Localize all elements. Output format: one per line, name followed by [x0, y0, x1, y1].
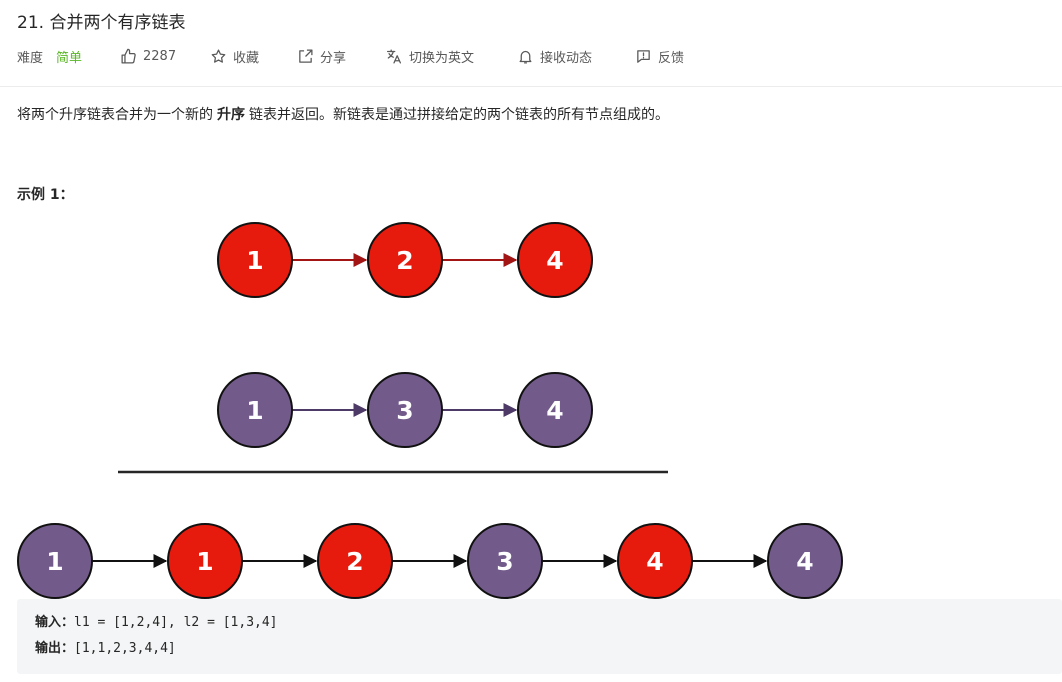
header-divider	[0, 86, 1062, 87]
merged-node-label: 4	[646, 547, 663, 576]
list1-row: 1 2 4	[217, 222, 593, 298]
example-title: 示例 1：	[17, 187, 74, 203]
translate-icon	[386, 48, 402, 64]
problem-description: 将两个升序链表合并为一个新的升序链表并返回。新链表是通过拼接给定的两个链表的所有…	[17, 104, 669, 126]
merged-node-5: 4	[617, 523, 693, 599]
bell-icon	[519, 50, 532, 64]
output-value: [1,1,2,3,4,4]	[74, 641, 176, 656]
list1-node-3: 4	[517, 222, 593, 298]
merged-node-6: 4	[767, 523, 843, 599]
subscribe-button[interactable]: 接收动态	[517, 47, 592, 66]
description-text-after: 链表并返回。新链表是通过拼接给定的两个链表的所有节点组成的。	[249, 107, 669, 123]
merged-node-label: 1	[46, 547, 63, 576]
star-icon	[211, 48, 226, 63]
problem-meta-bar: 难度 简单 2287 收藏 分享	[17, 45, 1057, 67]
merged-node-circle	[167, 523, 243, 599]
example-io-box: 输入：l1 = [1,2,4], l2 = [1,3,4] 输出：[1,1,2,…	[17, 599, 1062, 674]
list2-node-2: 3	[367, 372, 443, 448]
translate-label: 切换为英文	[409, 50, 475, 66]
merged-node-label: 1	[196, 547, 213, 576]
share-label: 分享	[320, 50, 347, 66]
difficulty: 难度 简单	[17, 47, 82, 66]
merged-node-label: 2	[346, 547, 363, 576]
list1-node-label: 2	[396, 246, 413, 275]
merged-node-circle	[467, 523, 543, 599]
list2-node-label: 3	[396, 396, 413, 425]
list2-node-circle	[367, 372, 443, 448]
list1-node-2: 2	[367, 222, 443, 298]
list1-node-circle	[367, 222, 443, 298]
input-value: l1 = [1,2,4], l2 = [1,3,4]	[74, 615, 278, 630]
translate-button[interactable]: 切换为英文	[385, 47, 474, 66]
feedback-icon	[637, 49, 650, 63]
merged-node-4: 3	[467, 523, 543, 599]
list2-node-1: 1	[217, 372, 293, 448]
feedback-button[interactable]: 反馈	[635, 47, 684, 66]
list1-node-label: 4	[546, 246, 563, 275]
merged-node-1: 1	[17, 523, 93, 599]
merged-node-circle	[17, 523, 93, 599]
merged-row: 1 1 2 3 4 4	[17, 523, 843, 599]
list1-node-circle	[517, 222, 593, 298]
output-line: 输出：[1,1,2,3,4,4]	[35, 638, 176, 660]
list2-node-label: 4	[546, 396, 563, 425]
merged-node-label: 4	[796, 547, 813, 576]
merge-diagram: 1 2 4 1 3 4 1 1 2 3 4 4	[17, 222, 843, 599]
list2-node-circle	[217, 372, 293, 448]
favorite-label: 收藏	[233, 50, 260, 66]
input-line: 输入：l1 = [1,2,4], l2 = [1,3,4]	[35, 612, 278, 634]
input-label: 输入：	[35, 615, 75, 630]
list1-node-circle	[217, 222, 293, 298]
like-button[interactable]: 2287	[120, 48, 176, 65]
merged-node-circle	[617, 523, 693, 599]
difficulty-label: 难度	[17, 50, 44, 66]
feedback-label: 反馈	[658, 50, 685, 66]
problem-title: 21. 合并两个有序链表	[17, 13, 186, 33]
merged-node-3: 2	[317, 523, 393, 599]
share-button[interactable]: 分享	[297, 47, 346, 66]
subscribe-label: 接收动态	[540, 50, 593, 66]
list2-node-3: 4	[517, 372, 593, 448]
list2-row: 1 3 4	[217, 372, 593, 448]
merged-node-circle	[317, 523, 393, 599]
list2-node-label: 1	[246, 396, 263, 425]
merged-node-circle	[767, 523, 843, 599]
difficulty-value: 简单	[56, 50, 83, 66]
thumbs-up-icon	[121, 48, 136, 64]
merged-node-2: 1	[167, 523, 243, 599]
like-count: 2287	[143, 48, 177, 64]
description-text-before: 将两个升序链表合并为一个新的	[17, 107, 213, 123]
favorite-button[interactable]: 收藏	[210, 47, 259, 66]
merged-node-label: 3	[496, 547, 513, 576]
list2-node-circle	[517, 372, 593, 448]
description-bold: 升序	[217, 107, 245, 123]
list1-node-1: 1	[217, 222, 293, 298]
share-icon	[299, 48, 313, 63]
list1-node-label: 1	[246, 246, 263, 275]
output-label: 输出：	[35, 641, 75, 656]
